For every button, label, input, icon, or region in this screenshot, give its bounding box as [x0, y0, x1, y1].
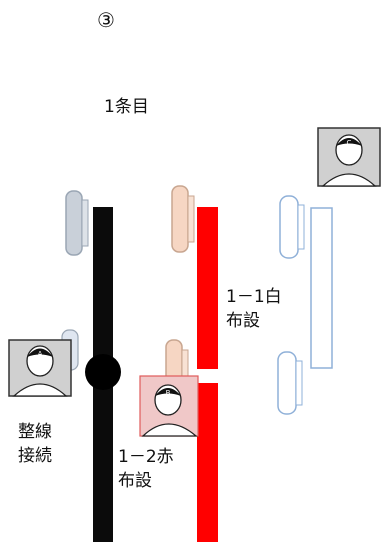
splice-label-line2: 接続 — [18, 446, 52, 466]
splice-label: 整線 接続 — [18, 420, 52, 468]
red-wiring-label-line1: 1－2赤 — [118, 447, 174, 467]
step-number: ③ — [97, 8, 115, 32]
red-wire-lower — [197, 383, 218, 542]
worker-b-badge: B — [166, 389, 171, 397]
insulator-red-top — [171, 185, 195, 253]
worker-c-badge: C — [347, 139, 352, 147]
insulator-white-top — [279, 195, 305, 259]
splice-label-line1: 整線 — [18, 422, 52, 442]
splice-point — [85, 354, 121, 390]
worker-a-badge: A — [38, 350, 43, 358]
white-wire — [310, 207, 333, 369]
red-wire-upper — [197, 207, 218, 369]
worker-a: A — [8, 339, 72, 397]
row-label: 1条目 — [104, 97, 149, 117]
red-wiring-label-line2: 布設 — [118, 471, 152, 491]
white-wiring-label-line2: 布設 — [226, 311, 260, 331]
worker-c: C — [317, 127, 381, 187]
white-wiring-label: 1－1白 布設 — [226, 285, 282, 333]
red-wiring-label: 1－2赤 布設 — [118, 445, 174, 493]
white-wiring-label-line1: 1－1白 — [226, 287, 282, 307]
insulator-white-bottom — [277, 351, 303, 415]
insulator-black-top — [65, 190, 89, 256]
worker-b: B — [139, 375, 199, 437]
